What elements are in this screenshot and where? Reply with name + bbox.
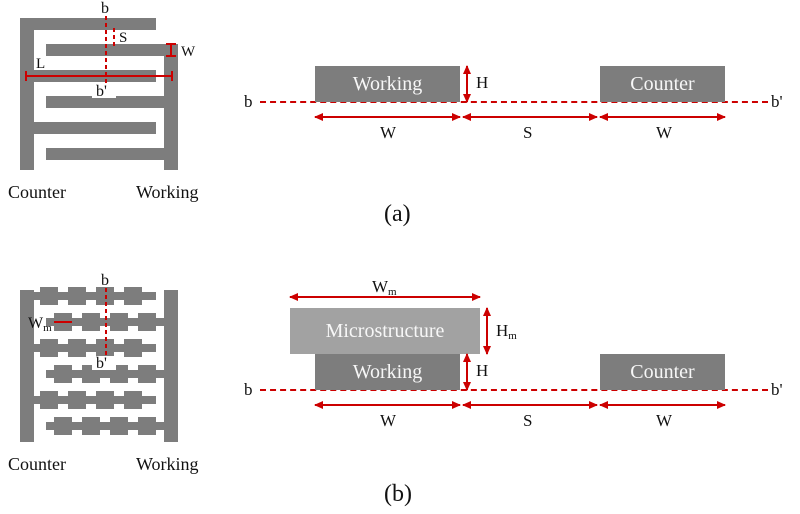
section-top-label: b [101,272,109,289]
microstructure-square [110,313,128,331]
height-label: H [476,361,489,380]
micro-height-label: Hm [496,322,517,342]
height-arrow [463,65,471,103]
microstructure-square [138,365,156,383]
working-electrode-label: Working [352,360,423,383]
section-bottom-label: b' [96,83,107,100]
spacing-arrow [462,401,598,409]
working-electrode: Working [315,66,460,102]
section-top-label: b [101,0,109,17]
microstructure-square [124,391,142,409]
electrode-finger [46,96,178,108]
working-electrode-label: Working [136,182,199,202]
microstructure-square [110,417,128,435]
label-backing [92,84,116,98]
working-electrode-label: Working [352,72,423,95]
micro-width-base: W [28,315,44,332]
counter-rail [20,18,34,170]
microstructure-square [138,417,156,435]
microstructure-square [54,417,72,435]
micro-width-sub: m [43,322,52,334]
ide-top-view-b: b b' Wm Counter Working [8,272,199,474]
micro-width-label: Wm [372,278,397,298]
microstructure-square [138,313,156,331]
counter-electrode: Counter [600,66,725,102]
micro-width-sub: m [388,286,397,298]
section-bottom-label: b' [96,355,107,372]
spacing-arrow [462,113,598,121]
microstructure-square [40,339,58,357]
spacing-label: S [119,30,127,46]
width-arrow-right [599,113,726,121]
width-label-right: W [656,123,673,142]
electrode-finger [46,44,178,56]
electrode-finger [20,344,156,352]
panel-a-caption: (a) [384,201,411,227]
electrode-finger [20,292,156,300]
microstructure-square [40,391,58,409]
width-arrow-left [314,401,461,409]
microstructure-square [54,365,72,383]
micro-width-arrow [289,293,481,301]
counter-electrode: Counter [600,354,725,390]
length-label: L [36,56,45,72]
width-label-left: W [380,411,397,430]
electrode-finger [20,396,156,404]
working-electrode-label: Working [136,454,199,474]
microstructure-square [82,417,100,435]
micro-height-sub: m [508,330,517,342]
electrode-finger [20,18,156,30]
counter-electrode-label: Counter [630,360,695,383]
section-left-label: b [244,380,253,399]
microstructure-square [96,391,114,409]
working-electrode: Working [315,354,460,390]
micro-height-arrow [483,307,491,355]
electrode-finger [20,122,156,134]
section-right-label: b' [771,92,783,111]
working-rail [164,290,178,442]
section-line-bb [260,389,768,391]
label-backing [92,356,116,370]
spacing-label: S [523,123,533,142]
width-arrow-right [599,401,726,409]
microstructure-square [82,313,100,331]
microstructure-layer: Microstructure [290,308,480,354]
micro-width-label: Wm [28,315,52,334]
microstructure-square [40,287,58,305]
width-label-right: W [656,411,673,430]
width-arrow-left [314,113,461,121]
height-label: H [476,73,489,92]
microstructure-square [68,339,86,357]
microstructure-square [68,391,86,409]
electrode-finger [46,148,178,160]
counter-electrode-label: Counter [8,454,66,474]
section-line-bb [260,101,768,103]
spacing-label: S [523,411,533,430]
microstructure-label: Microstructure [325,319,445,342]
counter-rail [20,290,34,442]
ide-top-view-a: b b' S W L Counter Working [8,0,199,202]
counter-electrode-label: Counter [8,182,66,202]
micro-height-base: H [496,321,509,340]
section-left-label: b [244,92,253,111]
height-arrow [463,353,471,391]
width-label-left: W [380,123,397,142]
microstructure-square [124,339,142,357]
counter-electrode-label: Counter [630,72,695,95]
microstructure-square [68,287,86,305]
microstructure-square [124,287,142,305]
width-label: W [181,44,196,60]
micro-width-base: W [372,277,389,296]
section-right-label: b' [771,380,783,399]
panel-b-caption: (b) [384,481,412,507]
